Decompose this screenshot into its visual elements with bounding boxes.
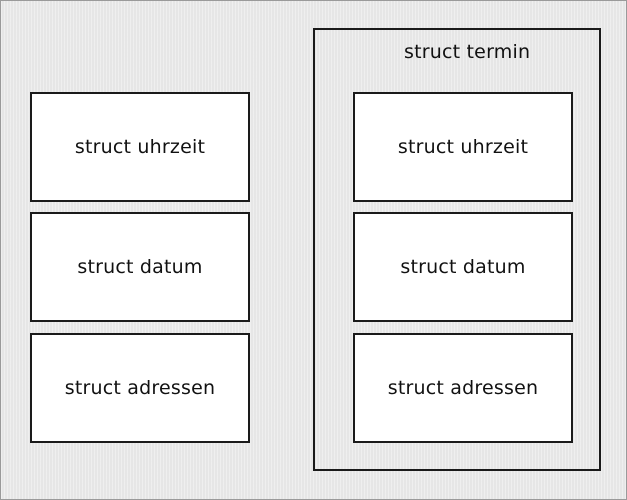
struct-termin-container — [313, 28, 601, 471]
struct-termin-label: struct termin — [404, 41, 531, 63]
left-struct-uhrzeit-label: struct uhrzeit — [74, 136, 206, 158]
left-struct-adressen-label: struct adressen — [64, 377, 216, 399]
termin-struct-uhrzeit-label: struct uhrzeit — [397, 136, 529, 158]
termin-struct-adressen-box: struct adressen — [353, 333, 573, 443]
left-struct-datum-box: struct datum — [30, 212, 250, 322]
termin-struct-datum-box: struct datum — [353, 212, 573, 322]
termin-struct-datum-label: struct datum — [400, 256, 526, 278]
left-struct-uhrzeit-box: struct uhrzeit — [30, 92, 250, 202]
termin-struct-adressen-label: struct adressen — [387, 377, 539, 399]
left-struct-datum-label: struct datum — [77, 256, 203, 278]
left-struct-adressen-box: struct adressen — [30, 333, 250, 443]
termin-struct-uhrzeit-box: struct uhrzeit — [353, 92, 573, 202]
